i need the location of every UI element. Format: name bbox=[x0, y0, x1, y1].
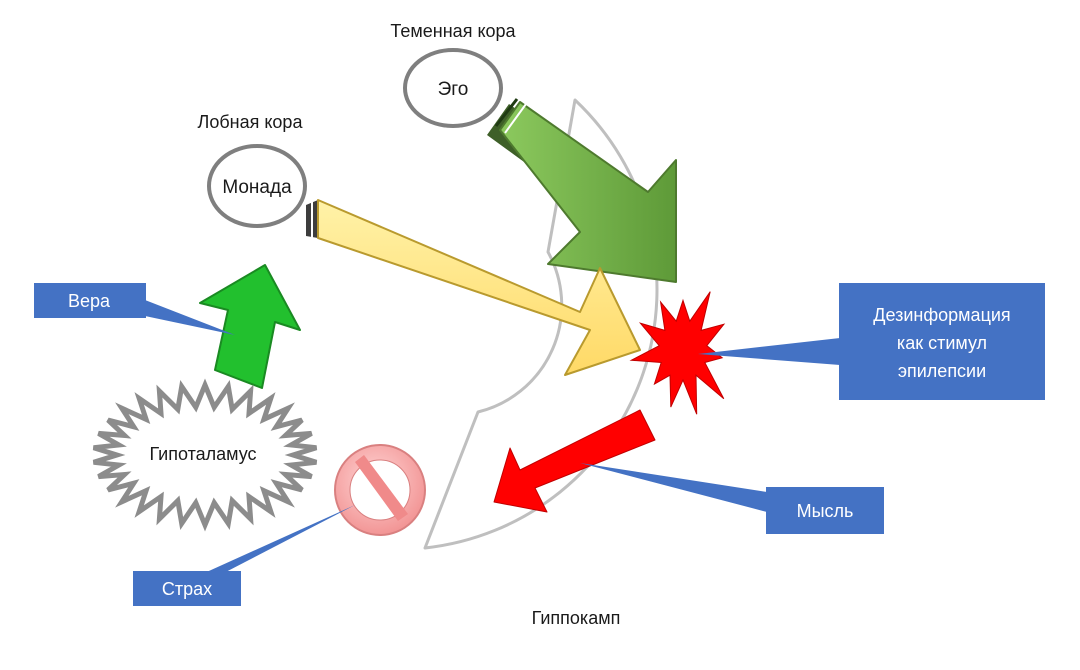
thought-callout-pointer bbox=[580, 463, 767, 512]
ego-label: Эго bbox=[438, 79, 469, 100]
parietal-cortex-label: Теменная кора bbox=[390, 21, 516, 41]
monad-label: Монада bbox=[222, 177, 292, 198]
disinformation-callout-pointer bbox=[698, 338, 840, 365]
thought-callout-text: Мысль bbox=[797, 501, 854, 521]
fear-callout-pointer bbox=[200, 505, 355, 575]
hippocampus-label: Гиппокамп bbox=[532, 608, 621, 628]
disinformation-text-line3: эпилепсии bbox=[898, 361, 986, 381]
disinformation-text-line2: как стимул bbox=[897, 333, 987, 353]
hypothalamus-label: Гипоталамус bbox=[149, 444, 256, 464]
disinformation-text-line1: Дезинформация bbox=[873, 305, 1010, 325]
monad-circle bbox=[207, 144, 307, 228]
fear-callout-text: Страх bbox=[162, 579, 212, 599]
ego-arrow bbox=[487, 98, 677, 283]
faith-callout-pointer bbox=[145, 300, 235, 335]
disinformation-callout bbox=[839, 283, 1045, 400]
thought-callout bbox=[766, 487, 884, 534]
disinformation-burst bbox=[629, 291, 726, 415]
monad-arrow bbox=[306, 199, 641, 376]
faith-callout-text: Вера bbox=[68, 291, 111, 311]
fear-callout bbox=[133, 571, 241, 606]
frontal-cortex-label: Лобная кора bbox=[198, 112, 304, 132]
ego-circle bbox=[403, 48, 503, 128]
faith-callout bbox=[34, 283, 146, 318]
hypothalamus-burst bbox=[92, 378, 318, 532]
faith-arrow bbox=[199, 264, 301, 389]
thought-arrow bbox=[493, 409, 656, 513]
prohibition-icon bbox=[334, 444, 426, 536]
